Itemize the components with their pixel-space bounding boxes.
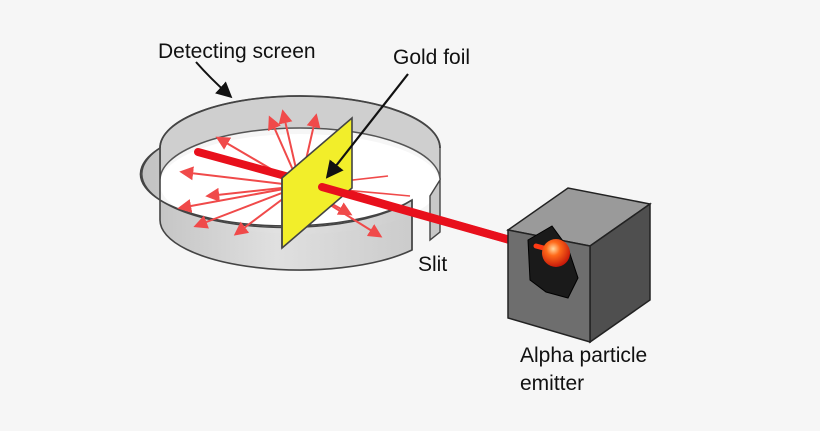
label-detecting-screen: Detecting screen: [158, 40, 316, 63]
alpha-particle-emitter: [506, 187, 652, 344]
scatter-arrow: [179, 166, 301, 187]
scatter-arrow: [177, 185, 301, 213]
arrow-pointer-icon: [325, 73, 409, 179]
label-emitter-line2: emitter: [520, 372, 584, 395]
alpha-source-icon: [542, 239, 570, 267]
label-gold-foil: Gold foil: [393, 46, 470, 69]
label-slit: Slit: [418, 253, 447, 276]
label-emitter-line1: Alpha particle: [520, 344, 647, 367]
gold-foil: [281, 116, 353, 250]
arrow-pointer-icon: [195, 61, 233, 99]
